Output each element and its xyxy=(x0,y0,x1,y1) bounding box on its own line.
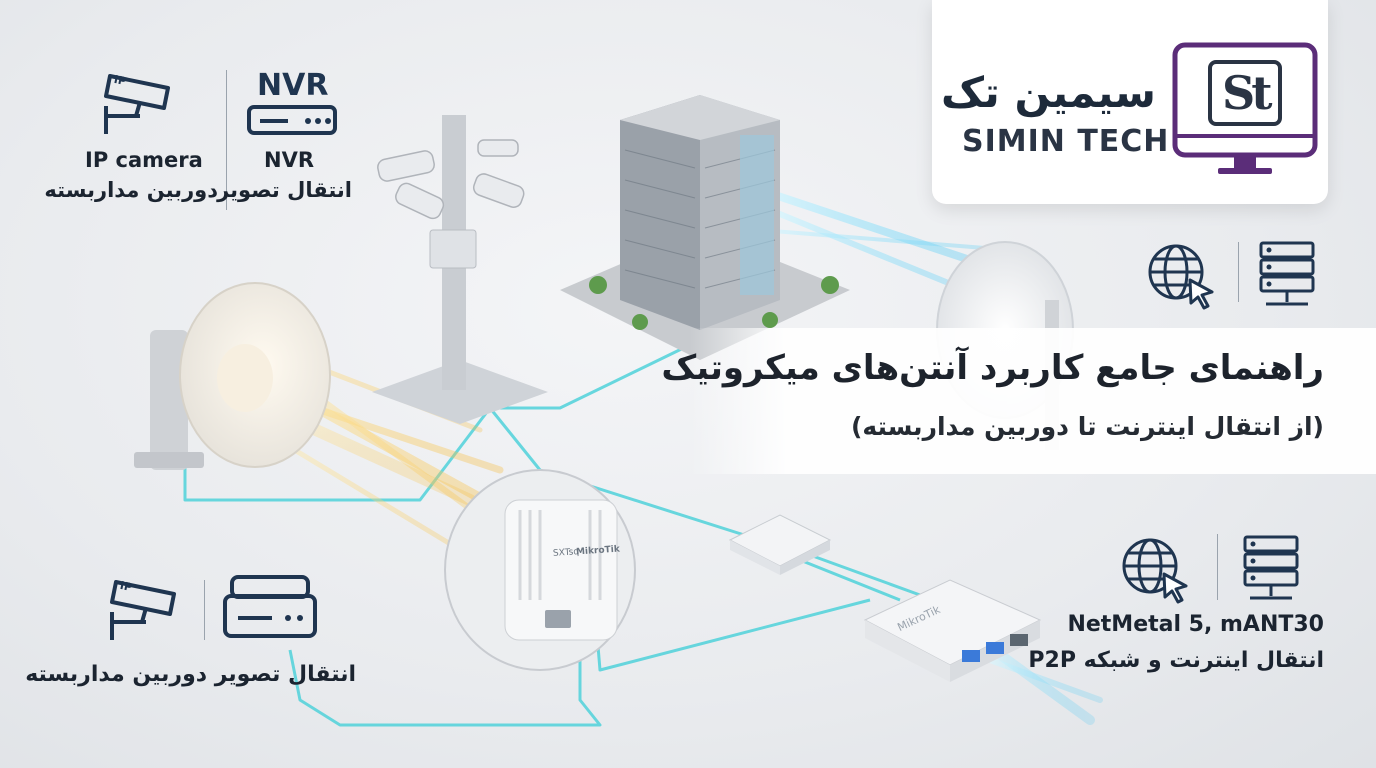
mikrotik-switch xyxy=(863,579,1042,682)
brand-monogram: St xyxy=(1222,66,1273,120)
ip-camera-icon-bottom xyxy=(110,580,176,640)
globe-cursor-icon xyxy=(1148,244,1214,310)
nvr-recorder-icon xyxy=(247,105,337,135)
nvr-label-fa: انتقال تصویر xyxy=(217,178,352,202)
brand-logo-card: سیمین تک SIMIN TECH St xyxy=(932,0,1328,204)
server-rack-icon xyxy=(1259,241,1315,306)
camera-mast xyxy=(372,115,548,424)
bottom-left-label: انتقال تصویر دوربین مداربسته xyxy=(25,662,356,687)
bottom-right-label-fa: انتقال اینترنت و شبکه P2P xyxy=(1028,648,1324,673)
ip-camera-icon xyxy=(104,74,170,134)
globe-cursor-icon-bottom xyxy=(1122,538,1188,604)
poe-injector xyxy=(728,514,832,575)
sxtsq-radio xyxy=(444,469,636,671)
camera-label-fa: دوربین مداربسته xyxy=(44,178,218,202)
page-subtitle: (از انتقال اینترنت تا دوربین مداربسته) xyxy=(850,412,1324,441)
brand-name-fa: سیمین تک xyxy=(941,68,1156,117)
monitor-logo-icon xyxy=(1172,42,1318,174)
divider xyxy=(1238,242,1239,302)
divider xyxy=(204,580,205,640)
nvr-icon-text: NVR xyxy=(257,68,329,103)
left-dish-antenna xyxy=(134,282,331,470)
office-building xyxy=(560,95,850,360)
nvr-recorder-icon-bottom xyxy=(223,575,317,638)
bottom-right-label-en: NetMetal 5, mANT30 xyxy=(1067,612,1324,637)
title-band xyxy=(690,328,1376,474)
server-rack-icon-bottom xyxy=(1243,535,1299,600)
divider xyxy=(1217,534,1218,600)
page-title: راهنمای جامع کاربرد آنتن‌های میکروتیک xyxy=(661,348,1324,388)
divider xyxy=(226,70,227,210)
brand-name-en: SIMIN TECH xyxy=(962,124,1170,159)
nvr-label-en: NVR xyxy=(264,148,314,172)
camera-label-en: IP camera xyxy=(85,148,203,172)
